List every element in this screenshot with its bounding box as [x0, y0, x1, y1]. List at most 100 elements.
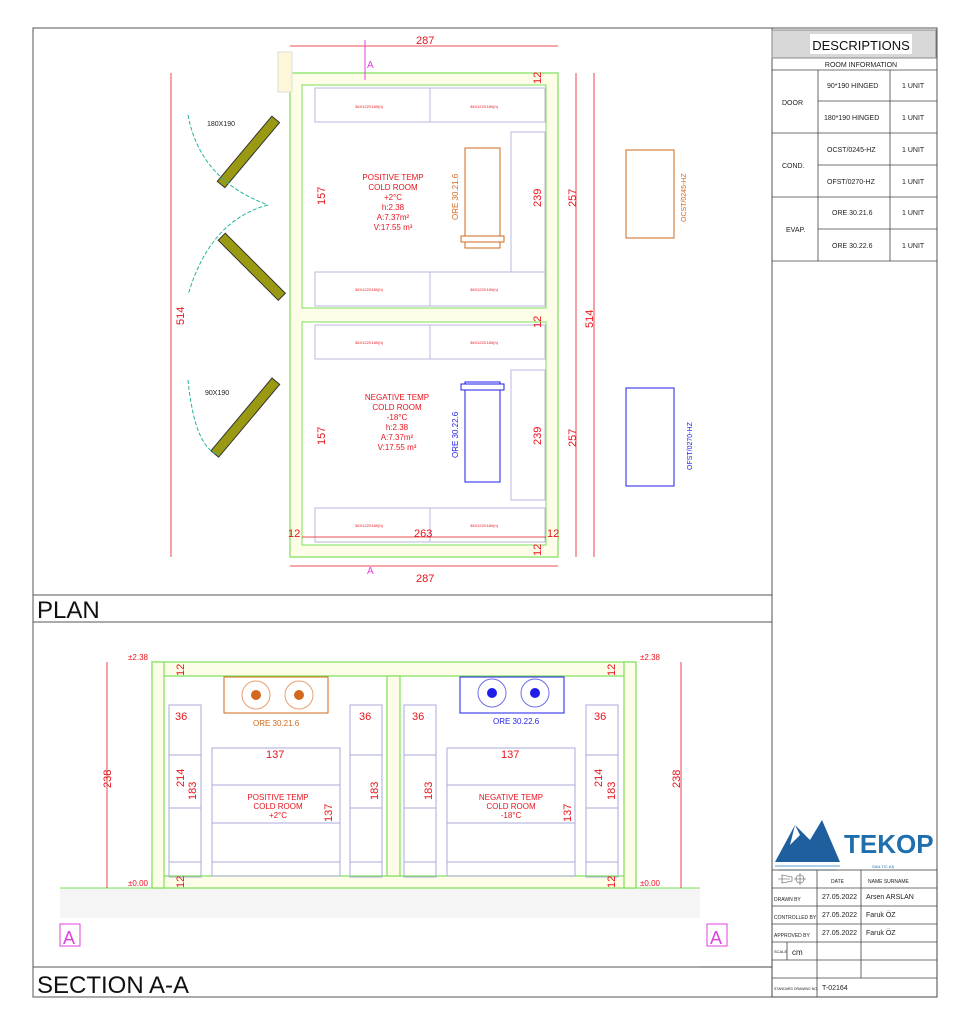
drawing-no: T-02164 — [822, 985, 848, 992]
item-desc: 90*190 HINGED — [827, 83, 878, 90]
dim-total-height: 514 — [175, 307, 187, 325]
role-controlled: CONTROLLED BY — [774, 915, 817, 921]
svg-text:A:7.37m²: A:7.37m² — [381, 433, 414, 442]
svg-text:h:2.38: h:2.38 — [382, 203, 405, 212]
dim-wall: 12 — [606, 876, 618, 888]
dim-shelf-depth: 36 — [359, 711, 371, 723]
evaporator-negative-section: ORE 30.22.6 — [459, 676, 565, 726]
level-bottom-right: ±0.00 — [640, 879, 661, 888]
shelf-side-negative — [510, 369, 546, 501]
dim-shelf-width: 137 — [501, 749, 519, 761]
floor-panel — [151, 875, 637, 889]
dim-total-right: 238 — [671, 770, 683, 788]
svg-text:COLD ROOM: COLD ROOM — [372, 403, 422, 412]
shelf-label: 36X122X180(h) — [470, 104, 499, 109]
group-cond: COND. — [782, 163, 805, 170]
svg-text:-18°C: -18°C — [387, 413, 408, 422]
dim-shelf-height: 137 — [562, 804, 574, 822]
svg-text:COLD ROOM: COLD ROOM — [368, 183, 418, 192]
evaporator-positive — [464, 147, 501, 249]
door-180x190-leaf — [216, 115, 281, 189]
plan-title: PLAN — [37, 597, 100, 624]
item-qty: 1 UNIT — [902, 243, 925, 250]
shelf-label: 36X122X180(h) — [470, 287, 499, 292]
dim-room-right-top: 257 — [567, 189, 579, 207]
shelf-label: 36X122X180(h) — [470, 523, 499, 528]
drawn-date: 27.05.2022 — [822, 894, 857, 901]
section-marker-bottom: A — [367, 566, 374, 577]
door-90x190-leaf — [210, 377, 281, 458]
svg-text:+2°C: +2°C — [269, 811, 287, 820]
dim-side-shelf: 183 — [369, 782, 381, 800]
shelf-top-positive: 36X122X180(h) 36X122X180(h) — [314, 87, 546, 123]
role-approved: APPROVED BY — [774, 933, 811, 939]
door-large-label: 180X190 — [207, 121, 235, 128]
section-marker-left: A — [63, 928, 75, 948]
door-swing-arc — [187, 379, 221, 456]
item-desc: ORE 30.22.6 — [832, 243, 873, 250]
evaporator-negative-label: ORE 30.22.6 — [451, 411, 460, 458]
drawing-no-label: STANDARD DRAWING NO. — [774, 987, 818, 991]
shelf-label: 36X122X180(h) — [355, 523, 384, 528]
dim-side-shelf: 183 — [606, 782, 618, 800]
item-desc: OFST/0270-HZ — [827, 179, 876, 186]
approved-date: 27.05.2022 — [822, 930, 857, 937]
dim-shelf-top: 239 — [532, 189, 544, 207]
dim-shelf-depth: 36 — [175, 711, 187, 723]
svg-text:V:17.55 m³: V:17.55 m³ — [374, 223, 413, 232]
drawn-name: Arsen ARSLAN — [866, 894, 914, 901]
svg-text:-18°C: -18°C — [501, 811, 522, 820]
evaporator-negative-label: ORE 30.22.6 — [493, 717, 540, 726]
approved-name: Faruk ÖZ — [866, 929, 896, 937]
dim-top-width: 287 — [416, 35, 434, 47]
left-wall-panel — [151, 661, 165, 889]
evaporator-positive-section: ORE 30.21.6 — [223, 676, 329, 728]
negative-room-info: NEGATIVE TEMP COLD ROOM -18°C h:2.38 A:7… — [365, 393, 429, 452]
shelf-label: 36X122X180(h) — [470, 340, 499, 345]
evaporator-positive-label: ORE 30.21.6 — [451, 173, 460, 220]
scale-label: SCALE — [774, 949, 787, 954]
dim-wall: 12 — [532, 316, 544, 328]
item-qty: 1 UNIT — [902, 83, 925, 90]
plan-view: 36X122X180(h) 36X122X180(h) 36X122X180(h… — [37, 35, 694, 624]
dim-room-left-bottom: 157 — [316, 427, 328, 445]
evaporator-negative — [464, 381, 501, 483]
descriptions-title: DESCRIPTIONS — [812, 38, 910, 53]
level-bottom-left: ±0.00 — [128, 879, 149, 888]
scale-value: cm — [792, 948, 803, 957]
logo-text: TEKOP — [844, 829, 934, 859]
svg-text:A:7.37m²: A:7.37m² — [377, 213, 410, 222]
dim-room-left-top: 157 — [316, 187, 328, 205]
evaporator-positive-fan — [460, 235, 505, 243]
shelf-side-positive — [510, 131, 546, 273]
projection-symbol-icon — [778, 873, 806, 885]
logo-subtext: SAN.TIC.AŞ — [872, 864, 895, 869]
svg-text:h:2.38: h:2.38 — [386, 423, 409, 432]
dim-wall: 12 — [547, 528, 559, 540]
evaporator-negative-fan — [460, 383, 505, 391]
dim-shelf-width: 137 — [266, 749, 284, 761]
controlled-name: Faruk ÖZ — [866, 911, 896, 919]
condenser-positive — [625, 149, 675, 239]
condenser-negative-label: OFST/0270-HZ — [687, 421, 694, 470]
door-swing-arc — [187, 114, 269, 296]
door-180x190-leaf2 — [217, 232, 287, 302]
room-information-label: ROOM INFORMATION — [825, 62, 897, 69]
item-qty: 1 UNIT — [902, 179, 925, 186]
dim-wall: 12 — [606, 664, 618, 676]
item-qty: 1 UNIT — [902, 210, 925, 217]
col-date: DATE — [831, 879, 845, 885]
sheet-border — [32, 27, 938, 998]
tekop-logo: TEKOP SAN.TIC.AŞ — [775, 820, 934, 871]
shelf-label: 36X122X180(h) — [355, 104, 384, 109]
ceiling-panel — [151, 661, 637, 677]
right-wall-panel — [623, 661, 637, 889]
dim-bottom-width: 287 — [416, 573, 434, 585]
dim-shelf-depth: 36 — [412, 711, 424, 723]
dim-side-shelf: 183 — [187, 782, 199, 800]
level-top-right: ±2.38 — [640, 653, 661, 662]
item-desc: 180*190 HINGED — [824, 115, 879, 122]
shelf-label: 36X122X180(h) — [355, 340, 384, 345]
svg-text:NEGATIVE TEMP: NEGATIVE TEMP — [365, 393, 429, 402]
